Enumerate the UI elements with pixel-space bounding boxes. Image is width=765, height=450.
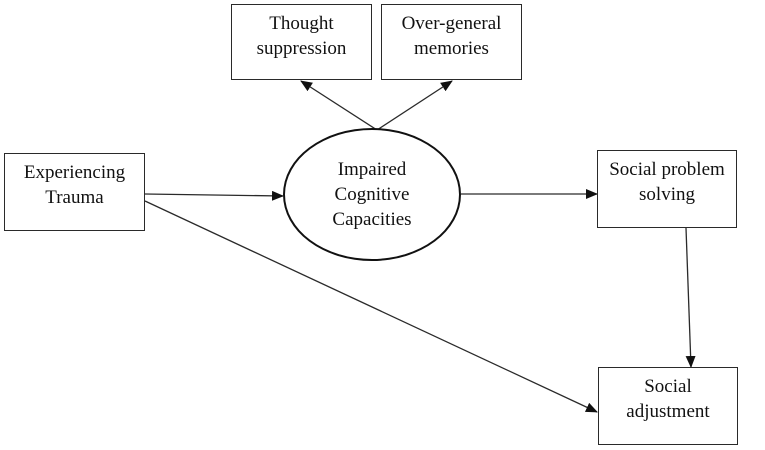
label-line: Capacities [332,209,412,230]
node-label: Experiencing Trauma [24,160,125,210]
node-social-problem-solving: Social problem solving [597,150,737,228]
arrow-cognitive-to-over-general-memories [376,80,453,131]
node-thought-suppression: Thought suppression [231,4,372,80]
label-line: Cognitive [334,184,410,205]
node-social-adjustment: Social adjustment [598,367,738,445]
label-line: solving [639,184,695,205]
node-over-general-memories: Over-general memories [381,4,522,80]
label-line: adjustment [626,401,710,422]
arrow-trauma-to-adjustment [144,200,598,413]
node-label: Impaired Cognitive Capacities [332,157,411,232]
label-line: Thought [269,13,334,34]
label-line: Social problem [609,159,725,180]
label-line: Over-general [401,13,502,34]
arrow-problem-solving-to-adjustment [685,227,696,368]
arrow-cognitive-to-thought-suppression [300,80,378,131]
label-line: Impaired [337,159,407,180]
label-line: Trauma [45,187,104,208]
label-line: memories [414,38,489,59]
label-line: suppression [256,38,347,59]
arrow-trauma-to-cognitive [144,190,284,201]
label-line: Experiencing [23,162,126,183]
node-label: Over-general memories [402,11,502,61]
node-impaired-cognitive-capacities: Impaired Cognitive Capacities [283,128,461,261]
node-label: Social adjustment [626,374,709,424]
node-label: Social problem solving [609,157,725,207]
label-line: Social [644,376,692,397]
node-label: Thought suppression [257,11,347,61]
node-experiencing-trauma: Experiencing Trauma [4,153,145,231]
